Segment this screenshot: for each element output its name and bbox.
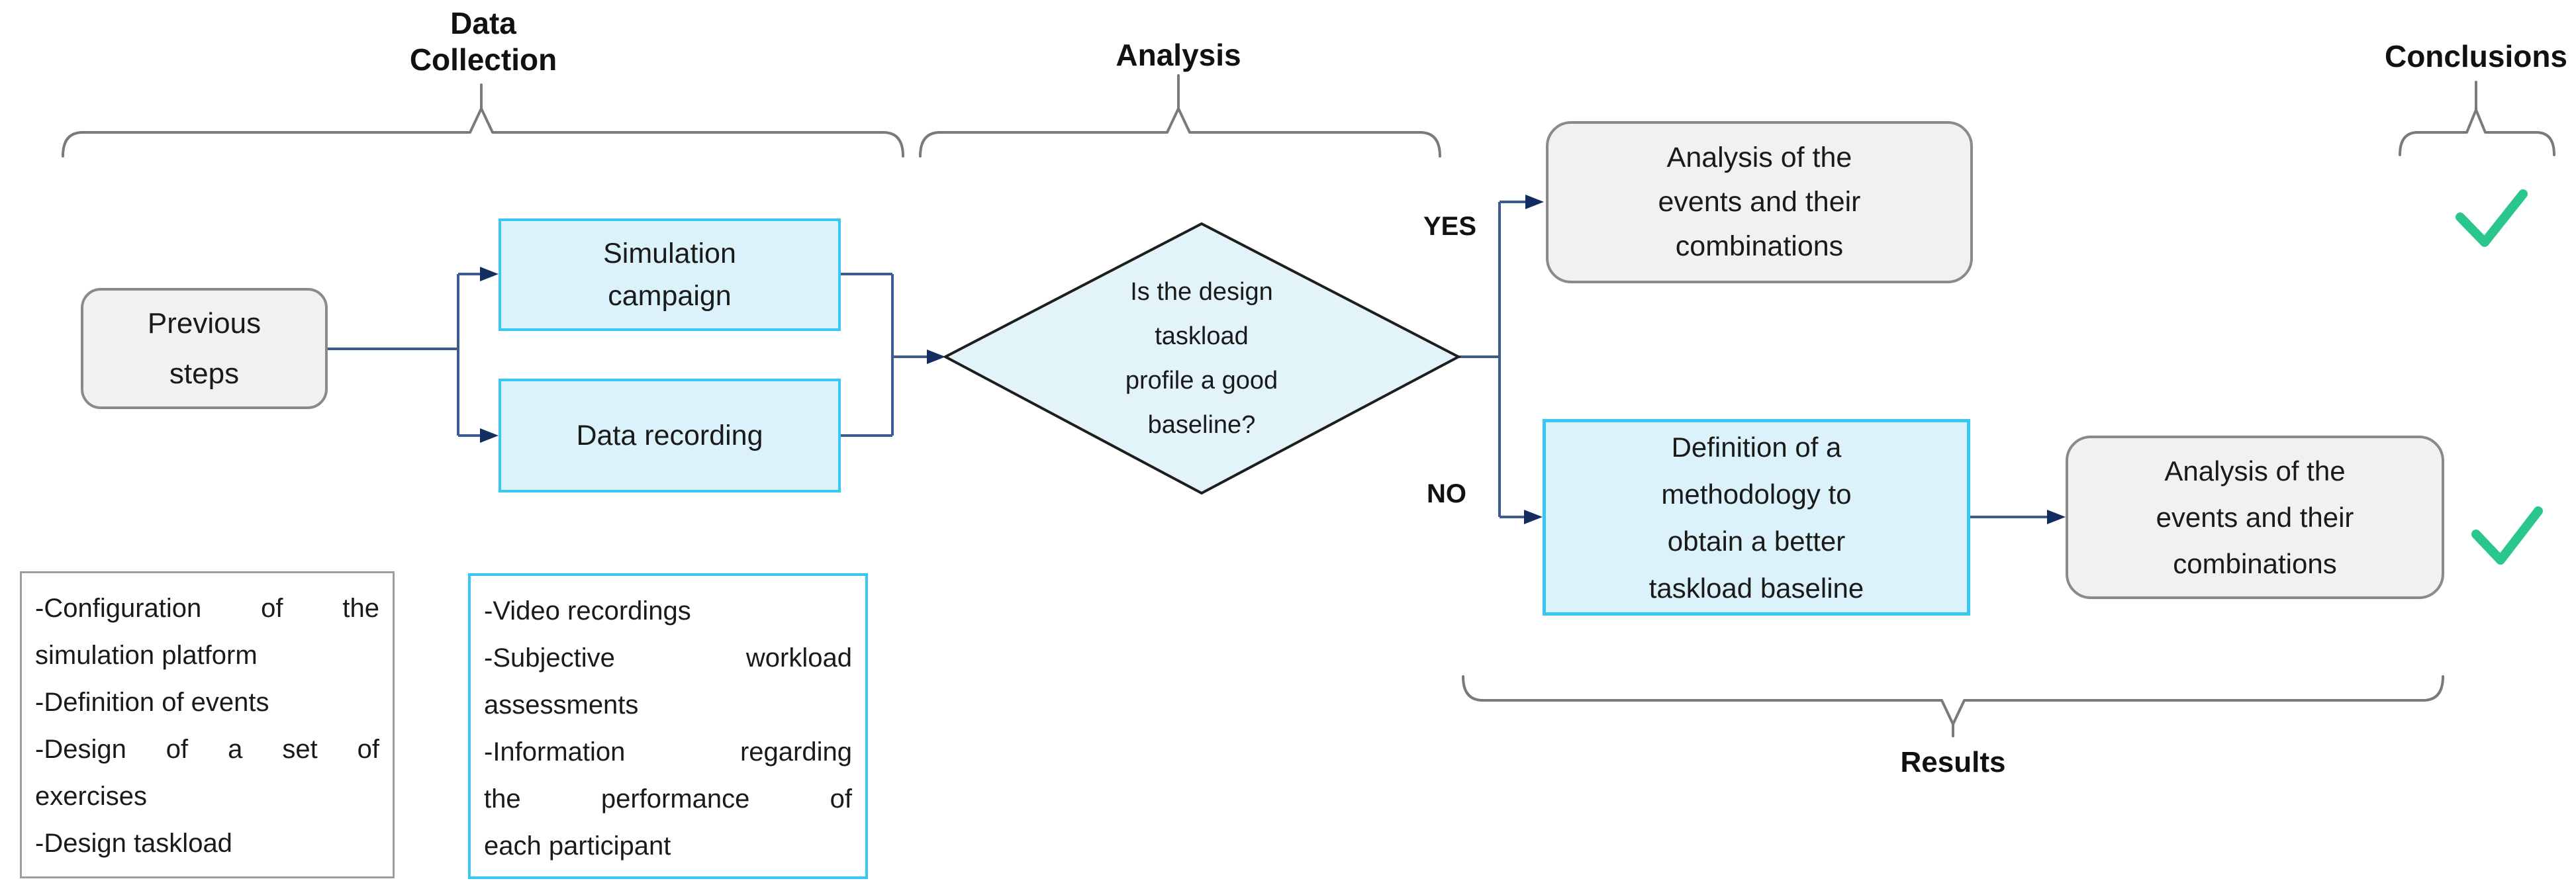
section-header-conclusions: Conclusions	[2384, 39, 2568, 73]
check-icon	[2456, 189, 2528, 247]
arrowhead-into-diamond	[927, 350, 945, 364]
analysis-brace	[919, 74, 1441, 158]
note-line: each participant	[484, 831, 671, 861]
note-line: exercises	[35, 782, 147, 811]
node-data-recording: Data recording	[499, 379, 841, 492]
note-line: -Subjective workload	[484, 643, 852, 673]
node-analysis-events-bottom: Analysis of the events and their combina…	[2066, 436, 2444, 599]
conclusions-brace	[2399, 81, 2555, 156]
results-brace	[1462, 675, 2444, 737]
decision-diamond-label: Is the design taskload profile a good ba…	[1125, 278, 1278, 439]
node-analysis-events-top: Analysis of the events and their combina…	[1546, 121, 1973, 283]
node-definition-methodology: Definition of a methodology to obtain a …	[1543, 419, 1970, 616]
node-previous-steps: Previous steps	[81, 288, 328, 409]
section-header-results: Results	[1900, 746, 2006, 778]
note-line: assessments	[484, 690, 639, 720]
arrowhead-into-simulation	[480, 267, 499, 281]
note-line: -Design of a set of	[35, 735, 379, 764]
arrowhead-into-yes-box	[1525, 195, 1544, 209]
arrowhead-into-recording	[480, 428, 499, 443]
note-line: -Configuration of the	[35, 594, 379, 623]
arrowhead-into-analysis-bottom	[2047, 510, 2066, 524]
check-icon	[2471, 506, 2543, 565]
note-line: -Video recordings	[484, 596, 691, 626]
arrowhead-into-no-box	[1524, 510, 1543, 524]
decision-diamond-shape	[942, 222, 1462, 495]
note-line: -Information regarding	[484, 737, 852, 767]
section-header-data-collection: Data Collection	[409, 6, 557, 77]
decision-yes-label: YES	[1423, 212, 1476, 241]
note-line: simulation platform	[35, 641, 258, 670]
note-line: -Design taskload	[35, 829, 232, 858]
data-collection-brace	[62, 83, 904, 158]
notes-recording: -Video recordings -Subjective workload a…	[468, 573, 868, 879]
node-simulation-campaign: Simulation campaign	[499, 218, 841, 331]
note-line: the performance of	[484, 784, 852, 814]
decision-no-label: NO	[1427, 479, 1466, 508]
note-line: -Definition of events	[35, 688, 269, 717]
notes-data-collection: -Configuration of the simulation platfor…	[20, 571, 395, 878]
section-header-analysis: Analysis	[1116, 38, 1241, 72]
